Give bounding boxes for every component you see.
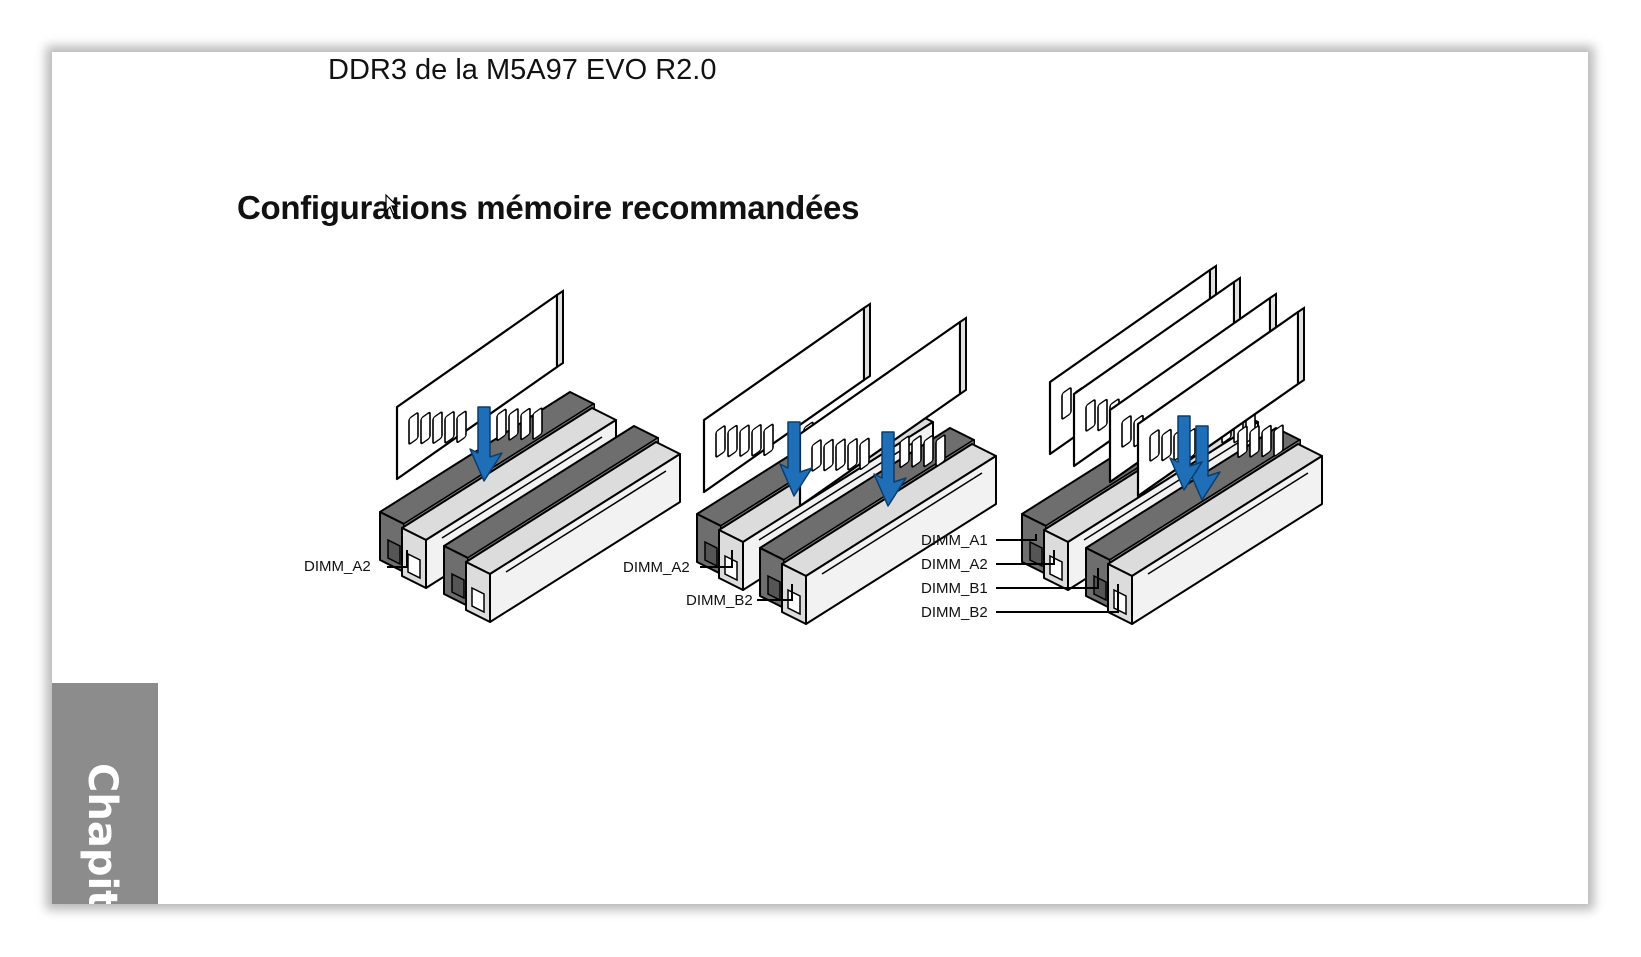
chapter-tab-label: Chapit — [79, 763, 125, 904]
label-dimm-b2: DIMM_B2 — [686, 592, 753, 609]
label-dimm-a2: DIMM_A2 — [623, 559, 690, 576]
mouse-cursor-icon — [385, 194, 399, 215]
diagram-one-dimm: DIMM_A2 — [304, 289, 681, 623]
document-page: DDR3 de la M5A97 EVO R2.0 Configurations… — [52, 52, 1588, 904]
chapter-tab: Chapit — [52, 683, 158, 904]
diagram-four-dimm: DIMM_A1 DIMM_A2 DIMM_B1 DIMM_B2 — [921, 264, 1323, 625]
memory-configuration-diagrams: DIMM_A2 DIMM_A2 DIMM_B2 — [304, 264, 1323, 625]
label-dimm-a1: DIMM_A1 — [921, 532, 988, 549]
diagram-two-dimm: DIMM_A2 DIMM_B2 — [623, 302, 997, 625]
label-dimm-b2: DIMM_B2 — [921, 604, 988, 621]
label-dimm-a2: DIMM_A2 — [921, 556, 988, 573]
label-dimm-b1: DIMM_B1 — [921, 580, 988, 597]
label-dimm-a2: DIMM_A2 — [304, 558, 371, 575]
section-heading: Configurations mémoire recommandées — [237, 189, 860, 226]
page-subtitle: DDR3 de la M5A97 EVO R2.0 — [328, 54, 717, 86]
